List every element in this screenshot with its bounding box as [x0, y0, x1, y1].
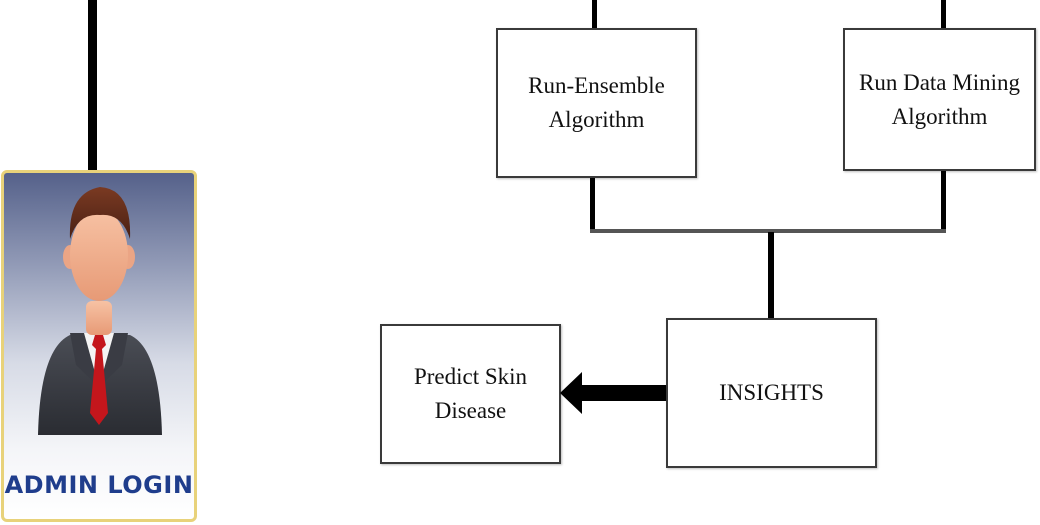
predict-skin-disease-box: Predict Skin Disease — [380, 324, 561, 464]
connector-ensemble-down — [590, 177, 595, 233]
admin-login-label[interactable]: ADMIN LOGIN — [4, 471, 194, 499]
connector-admin-top — [88, 0, 97, 172]
run-ensemble-algorithm-box: Run-Ensemble Algorithm — [496, 28, 697, 178]
admin-user-icon — [38, 187, 162, 435]
insights-box: INSIGHTS — [666, 318, 877, 468]
connector-datamining-top — [941, 0, 946, 30]
run-data-mining-algorithm-box: Run Data Mining Algorithm — [843, 28, 1036, 171]
connector-ensemble-top — [592, 0, 597, 30]
connector-datamining-down — [941, 170, 946, 233]
run-ensemble-algorithm-label: Run-Ensemble Algorithm — [528, 73, 665, 132]
predict-skin-disease-label: Predict Skin Disease — [413, 364, 528, 423]
connector-to-insights — [768, 232, 774, 318]
admin-login-card[interactable]: ADMIN LOGIN — [1, 170, 197, 522]
connector-merge-horizontal — [590, 229, 946, 233]
arrow-left-icon — [560, 372, 666, 414]
run-data-mining-algorithm-label: Run Data Mining Algorithm — [859, 69, 1020, 129]
insights-label: INSIGHTS — [719, 380, 824, 405]
